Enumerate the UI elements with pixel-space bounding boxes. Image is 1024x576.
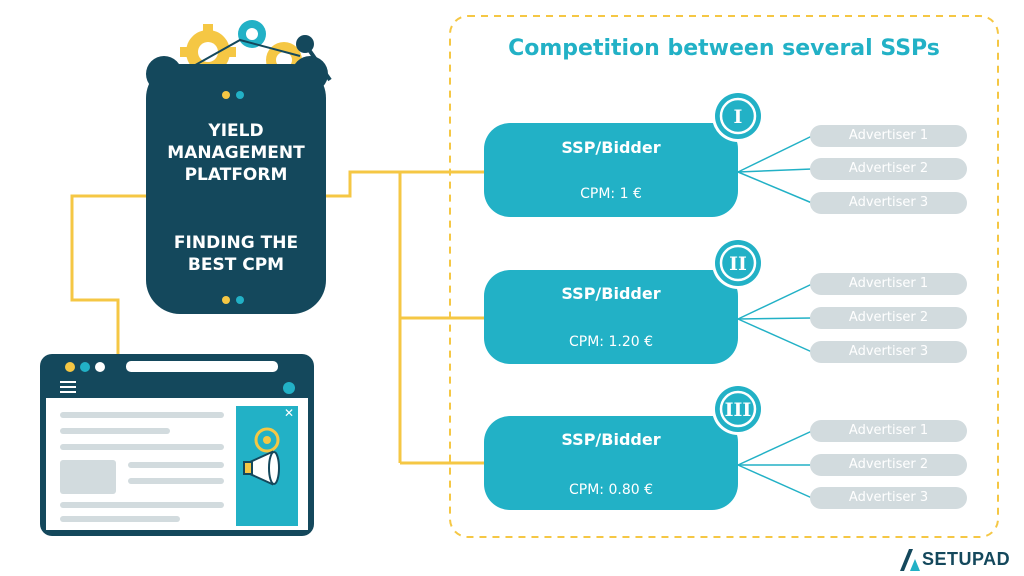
platform-dot bbox=[222, 91, 230, 99]
advertiser-pill: Advertiser 2 bbox=[810, 307, 967, 329]
advertiser-pill: Advertiser 1 bbox=[810, 273, 967, 295]
ssp-numeral: I bbox=[734, 106, 743, 128]
target-icon bbox=[254, 427, 280, 453]
ssp-box bbox=[484, 416, 738, 510]
ssp-numeral: III bbox=[725, 399, 752, 421]
page-content bbox=[60, 412, 224, 522]
ssp-badge-ring bbox=[719, 244, 757, 282]
advertiser-connector bbox=[737, 171, 813, 204]
profile-icon bbox=[283, 382, 295, 394]
platform-dot bbox=[236, 91, 244, 99]
advertiser-pill: Advertiser 3 bbox=[810, 487, 967, 509]
ssp-badge-ring bbox=[719, 390, 757, 428]
platform-ear-left bbox=[146, 56, 182, 92]
ssp-cpm: CPM: 1 € bbox=[580, 186, 642, 202]
megaphone-icon bbox=[243, 450, 280, 486]
hamburger-icon bbox=[60, 381, 76, 393]
platform-subtitle: FINDING THE BEST CPM bbox=[148, 232, 324, 276]
advertiser-connector bbox=[737, 317, 813, 320]
ssp-label: SSP/Bidder bbox=[561, 138, 661, 157]
advertiser-pill: Advertiser 2 bbox=[810, 454, 967, 476]
advertiser-pill: Advertiser 3 bbox=[810, 192, 967, 214]
logo-text: SETUPAD bbox=[922, 549, 1011, 569]
platform-title-line: YIELD bbox=[208, 121, 264, 141]
advertiser-connector bbox=[737, 464, 813, 499]
platform-subtitle-line: FINDING THE bbox=[173, 233, 299, 253]
advertiser-connector bbox=[737, 318, 813, 353]
advertiser-connector bbox=[737, 168, 813, 173]
window-dot bbox=[80, 362, 90, 372]
platform-dot bbox=[222, 296, 230, 304]
platform-dot bbox=[236, 296, 244, 304]
ssp-label: SSP/Bidder bbox=[561, 430, 661, 449]
logo-mark-icon bbox=[900, 549, 920, 571]
ssp-box bbox=[484, 270, 738, 364]
platform-title-line: PLATFORM bbox=[184, 165, 288, 185]
platform-title: YIELD MANAGEMENT PLATFORM bbox=[148, 120, 324, 186]
ssp-box bbox=[484, 123, 738, 217]
platform-title-line: MANAGEMENT bbox=[167, 143, 305, 163]
browser-window bbox=[40, 354, 314, 536]
competition-frame bbox=[449, 15, 999, 538]
ssp-label: SSP/Bidder bbox=[561, 284, 661, 303]
advertiser-connector bbox=[737, 283, 813, 320]
setupad-logo: SETUPAD bbox=[900, 548, 1020, 572]
window-dot bbox=[65, 362, 75, 372]
advertiser-pill: Advertiser 1 bbox=[810, 420, 967, 442]
window-dot bbox=[95, 362, 105, 372]
advertiser-pill: Advertiser 2 bbox=[810, 158, 967, 180]
platform-box bbox=[146, 64, 326, 314]
ssp-cpm: CPM: 0.80 € bbox=[569, 482, 653, 498]
platform-subtitle-line: BEST CPM bbox=[187, 255, 285, 275]
ssp-numeral: II bbox=[729, 253, 747, 275]
address-bar bbox=[126, 361, 278, 372]
ssp-badge-ring bbox=[719, 97, 757, 135]
ssp-cpm: CPM: 1.20 € bbox=[569, 334, 653, 350]
platform-ear-right bbox=[292, 56, 328, 92]
target-icon-center bbox=[263, 436, 271, 444]
advertiser-pill: Advertiser 1 bbox=[810, 125, 967, 147]
advertiser-connector bbox=[737, 430, 813, 466]
advertiser-connector bbox=[737, 135, 813, 173]
diagram-title: Competition between several SSPs bbox=[508, 36, 940, 61]
connector-platform-ssp bbox=[326, 170, 484, 198]
close-icon[interactable]: ✕ bbox=[284, 406, 295, 420]
advertiser-pill: Advertiser 3 bbox=[810, 341, 967, 363]
